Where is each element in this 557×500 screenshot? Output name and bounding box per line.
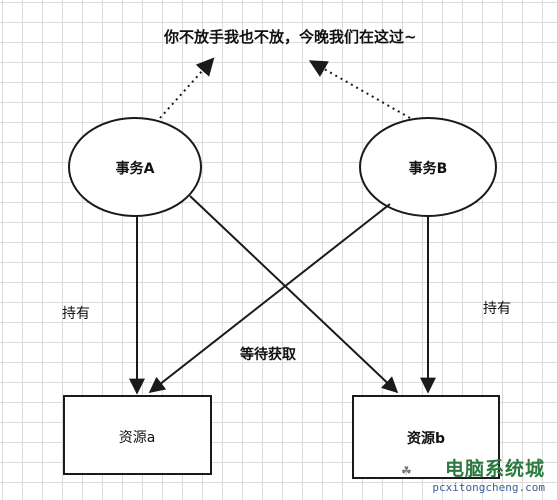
dotted-arrow-from-transaction-b bbox=[308, 60, 411, 119]
edge-a-waits-resource-b bbox=[189, 195, 399, 394]
transaction-a-label: 事务A bbox=[115, 161, 155, 177]
edge-b-waits-resource-a bbox=[148, 203, 391, 393]
watermark-url: pcxitongcheng.com bbox=[432, 481, 545, 494]
hold-label-right: 持有 bbox=[483, 301, 511, 317]
transaction-b-label: 事务B bbox=[408, 161, 448, 177]
watermark-title: 电脑系统城 bbox=[444, 458, 545, 480]
waiting-label: 等待获取 bbox=[240, 347, 296, 363]
resource-a-label: 资源a bbox=[118, 430, 156, 446]
diagram-caption: 你不放手我也不放，今晚我们在这过~ bbox=[164, 28, 417, 46]
resource-b-box bbox=[352, 395, 500, 479]
transaction-a-node bbox=[68, 117, 202, 217]
hold-label-left: 持有 bbox=[62, 306, 90, 322]
resource-b-label: 资源b bbox=[406, 431, 446, 447]
watermark-share-icon: ☘ bbox=[401, 464, 412, 478]
watermark: ☘ 电脑系统城 pcxitongcheng.com bbox=[401, 454, 551, 494]
resource-a-box bbox=[63, 395, 212, 475]
dotted-arrow-from-transaction-a bbox=[159, 57, 215, 119]
